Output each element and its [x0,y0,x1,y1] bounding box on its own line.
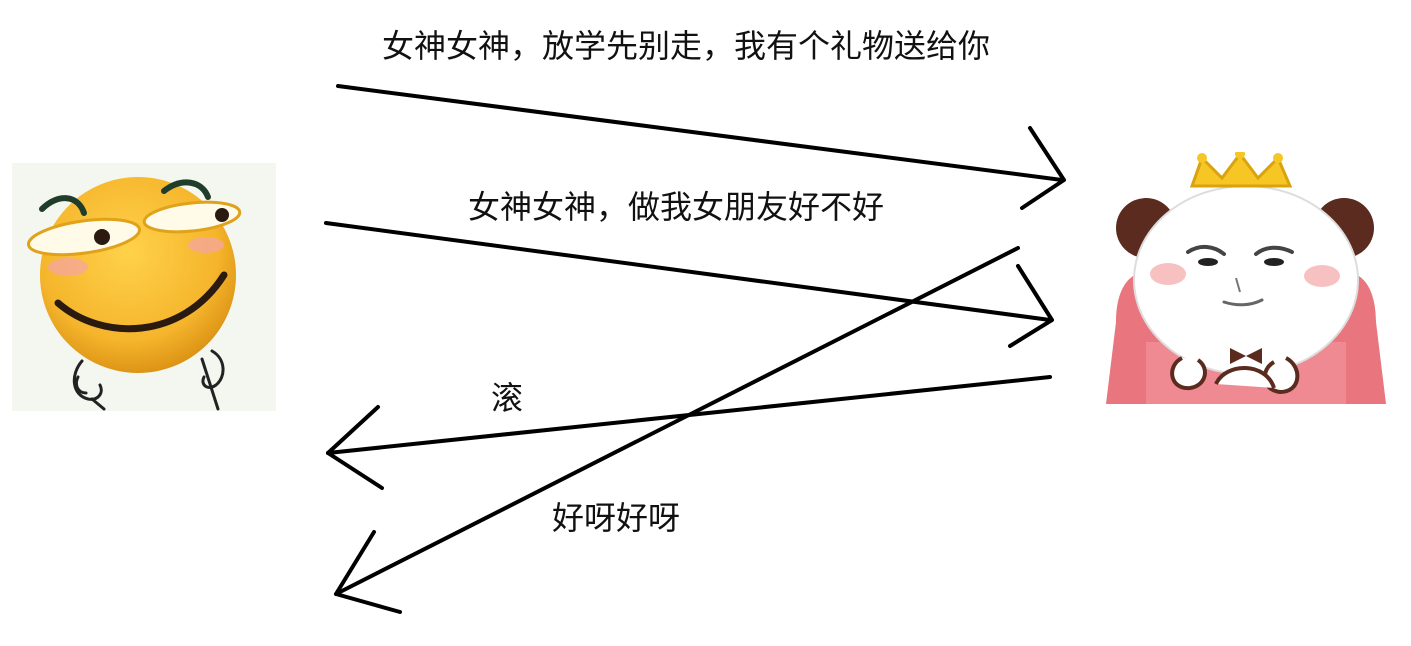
arrow-4 [334,246,1020,614]
message-label-2: 女神女神，做我女朋友好不好 [468,188,885,226]
arrow-3 [326,375,1052,490]
panda-princess-icon [1106,149,1386,404]
message-label-1: 女神女神，放学先别走，我有个礼物送给你 [382,27,991,65]
smirking-emoji-icon [12,163,276,411]
arrow-2 [324,221,1054,348]
message-label-3: 滚 [491,379,524,417]
arrow-1 [336,84,1066,210]
message-label-4: 好呀好呀 [552,499,681,537]
